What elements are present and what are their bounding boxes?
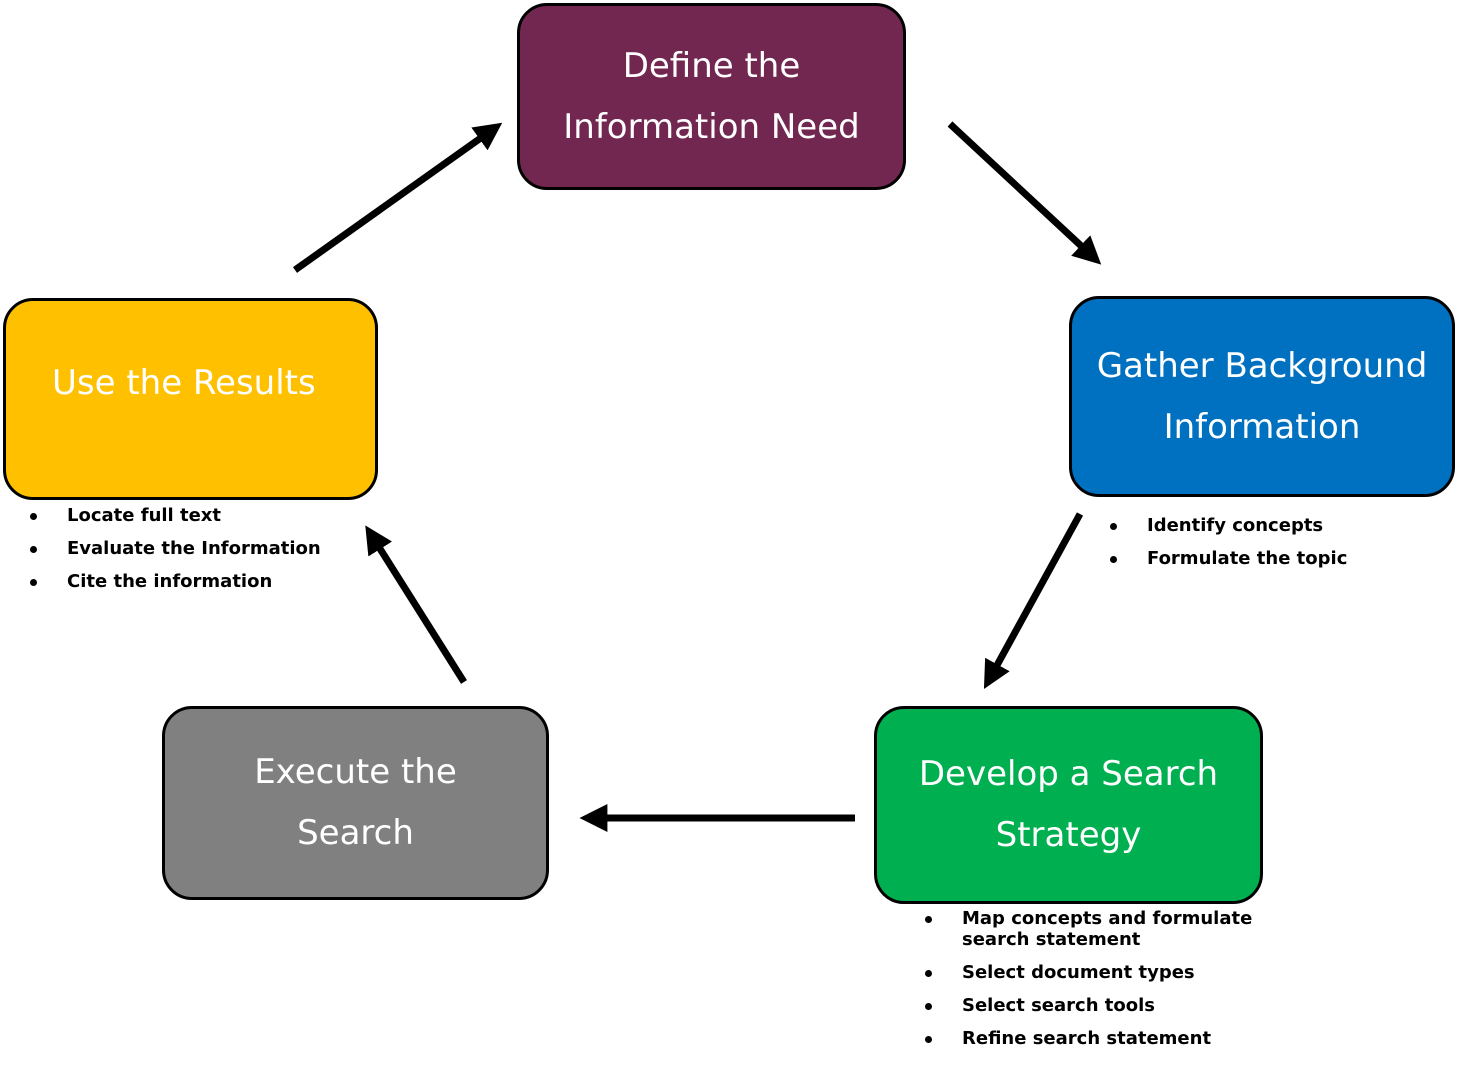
node-label: Use the Results xyxy=(52,363,316,403)
list-item: Identify concepts xyxy=(1110,515,1440,536)
bullet-list-gather-background: Identify concepts Formulate the topic xyxy=(1110,515,1440,581)
arrow-execute-to-use xyxy=(365,525,467,684)
list-item: Formulate the topic xyxy=(1110,548,1440,569)
arrow-gather-to-develop xyxy=(983,512,1084,690)
node-label: Gather Background Information xyxy=(1096,345,1428,447)
node-gather-background-information: Gather Background Information xyxy=(1069,296,1455,497)
arrow-use-to-define xyxy=(292,122,503,273)
list-item: Locate full text xyxy=(30,505,370,526)
bullet-list-develop-strategy: Map concepts and formulate search statem… xyxy=(925,908,1255,1061)
node-label: Develop a Search Strategy xyxy=(918,754,1219,855)
node-develop-search-strategy: Develop a Search Strategy xyxy=(874,706,1263,904)
node-execute-search: Execute the Search xyxy=(162,706,549,900)
node-define-information-need: Define the Information Need xyxy=(517,3,906,190)
bullet-list-use-results: Locate full text Evaluate the Informatio… xyxy=(30,505,370,604)
list-item: Evaluate the Information xyxy=(30,538,370,559)
list-item: Select search tools xyxy=(925,995,1255,1016)
node-label: Execute the Search xyxy=(254,752,457,853)
list-item: Cite the information xyxy=(30,571,370,592)
list-item: Select document types xyxy=(925,962,1255,983)
node-use-results: Use the Results xyxy=(3,298,378,500)
list-item: Map concepts and formulate search statem… xyxy=(925,908,1255,950)
node-label: Define the Information Need xyxy=(563,45,860,147)
list-item: Refine search statement xyxy=(925,1028,1255,1049)
arrow-define-to-gather xyxy=(947,121,1102,265)
